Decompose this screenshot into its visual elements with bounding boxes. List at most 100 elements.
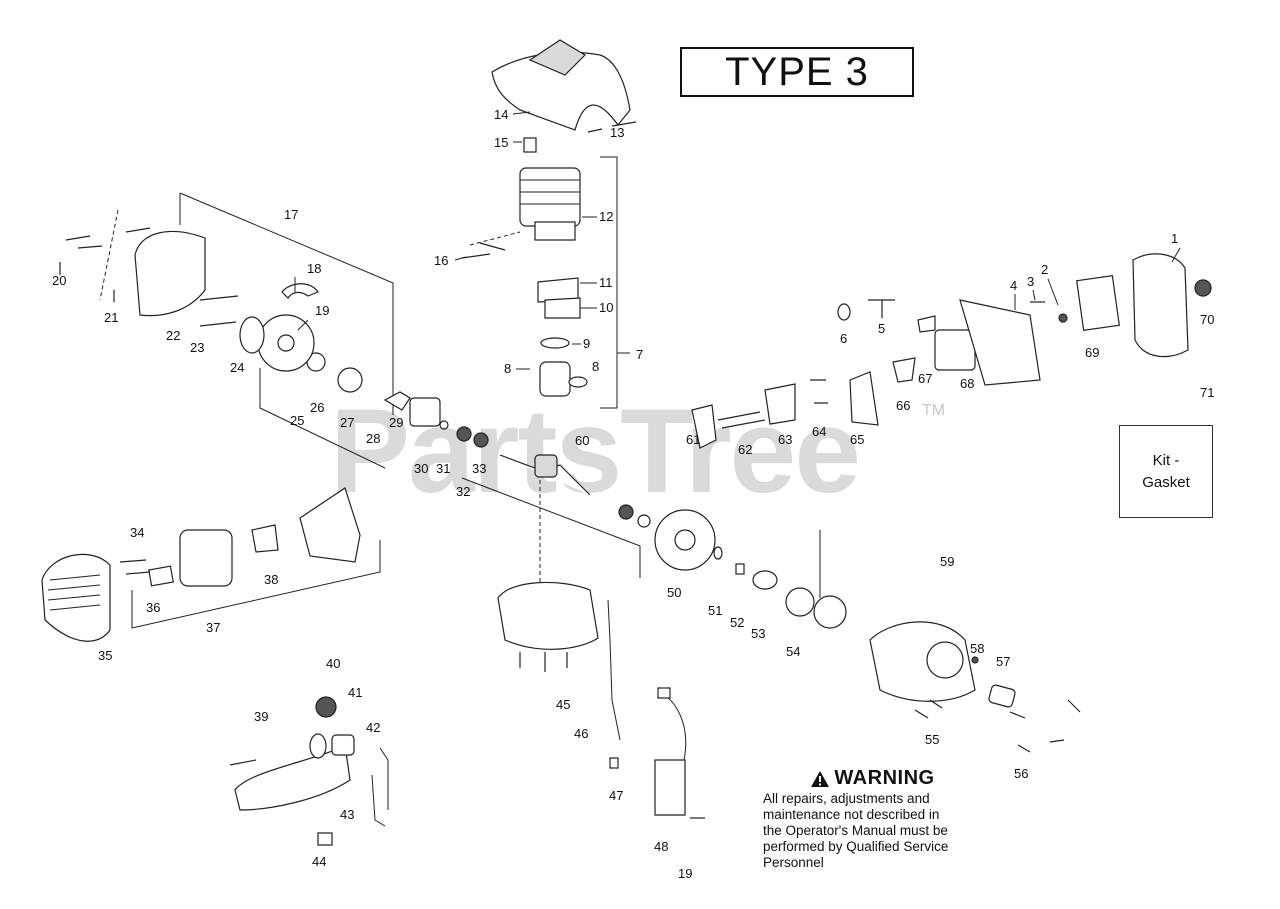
callout-14: 14 bbox=[494, 107, 508, 122]
nut-52 bbox=[735, 563, 745, 575]
washer-31 bbox=[439, 420, 449, 430]
screws-55 bbox=[914, 699, 943, 719]
washer-2 bbox=[1058, 313, 1068, 323]
ignition-lead bbox=[661, 692, 687, 761]
fuel-tank bbox=[234, 744, 351, 811]
spark-boot bbox=[657, 687, 671, 699]
callout-54: 54 bbox=[786, 644, 800, 659]
callout-35: 35 bbox=[98, 648, 112, 663]
callout-17: 17 bbox=[284, 207, 298, 222]
callout-61: 61 bbox=[686, 432, 700, 447]
bearing-33 bbox=[473, 432, 489, 448]
starter-housing bbox=[134, 230, 206, 317]
callout-16: 16 bbox=[434, 253, 448, 268]
warning-title: WARNING bbox=[834, 767, 935, 789]
ignition-cable bbox=[607, 599, 621, 741]
piston-pin bbox=[568, 376, 588, 388]
screws-23 bbox=[199, 295, 239, 327]
callout-48: 48 bbox=[654, 839, 668, 854]
muffler bbox=[179, 529, 233, 587]
starter-handle bbox=[281, 283, 319, 299]
type-label-box: TYPE 3 bbox=[680, 47, 914, 97]
bracket-42 bbox=[379, 747, 389, 810]
pawl bbox=[383, 391, 411, 411]
screws-34 bbox=[119, 559, 151, 575]
callout-44: 44 bbox=[312, 854, 326, 869]
kit-gasket-box: Kit - Gasket bbox=[1119, 425, 1213, 518]
callout-51: 51 bbox=[708, 603, 722, 618]
air-filter-base bbox=[959, 299, 1041, 386]
callout-32: 32 bbox=[456, 484, 470, 499]
carburetor bbox=[934, 329, 976, 371]
callout-26: 26 bbox=[310, 400, 324, 415]
bracket-17 bbox=[179, 192, 394, 415]
callout-55: 55 bbox=[925, 732, 939, 747]
callout-18: 18 bbox=[307, 261, 321, 276]
gasket-lower bbox=[544, 297, 581, 319]
callout-68: 68 bbox=[960, 376, 974, 391]
bearing-right bbox=[618, 504, 634, 520]
fuel-filter bbox=[317, 832, 333, 846]
muffler-plate bbox=[148, 565, 174, 587]
warning-triangle-icon bbox=[811, 770, 830, 787]
starter-pulley-hub bbox=[277, 334, 295, 352]
cable-terminal bbox=[609, 757, 619, 769]
seal-right bbox=[637, 514, 651, 528]
callout-36: 36 bbox=[146, 600, 160, 615]
screws-20-21 bbox=[59, 227, 151, 302]
callout-60: 60 bbox=[575, 433, 589, 448]
callout-12: 12 bbox=[599, 209, 613, 224]
callout-21: 21 bbox=[104, 310, 118, 325]
callout-57: 57 bbox=[996, 654, 1010, 669]
fuel-line bbox=[371, 774, 386, 827]
callout-10: 10 bbox=[599, 300, 613, 315]
callout-67: 67 bbox=[918, 371, 932, 386]
clutch-housing-drum bbox=[926, 641, 964, 679]
clutch-shoes bbox=[813, 595, 847, 629]
throttle-67 bbox=[917, 315, 936, 333]
callout-69: 69 bbox=[1085, 345, 1099, 360]
screws-64 bbox=[810, 379, 828, 404]
callout-47: 47 bbox=[609, 788, 623, 803]
callout-38: 38 bbox=[264, 572, 278, 587]
adapter-63 bbox=[764, 383, 796, 425]
callout-50: 50 bbox=[667, 585, 681, 600]
warning-body-text: All repairs, adjustments and maintenance… bbox=[763, 791, 949, 870]
callout-53: 53 bbox=[751, 626, 765, 641]
bracket-7 bbox=[600, 156, 618, 409]
callout-66: 66 bbox=[896, 398, 910, 413]
bolts-62 bbox=[717, 411, 766, 429]
callout-22: 22 bbox=[166, 328, 180, 343]
callout-71: 71 bbox=[1200, 385, 1214, 400]
centerline-screws-20 bbox=[99, 209, 119, 301]
nut-6 bbox=[837, 303, 851, 321]
callout-30: 30 bbox=[414, 461, 428, 476]
callout-1: 1 bbox=[1171, 231, 1178, 246]
air-filter-cover bbox=[1132, 253, 1189, 358]
callout-9: 9 bbox=[583, 336, 590, 351]
bolts-16 bbox=[461, 242, 506, 259]
cover-knob bbox=[1194, 279, 1212, 297]
callout-41: 41 bbox=[348, 685, 362, 700]
callout-25: 25 bbox=[290, 413, 304, 428]
callout-34: 34 bbox=[130, 525, 144, 540]
screw-13 bbox=[587, 121, 637, 133]
callout-27: 27 bbox=[340, 415, 354, 430]
callout-4: 4 bbox=[1010, 278, 1017, 293]
clutch bbox=[785, 587, 815, 617]
callout-labels: 1 2 3 4 5 6 7 8 8 9 10 11 12 13 14 15 16… bbox=[52, 107, 1214, 881]
muffler-grille bbox=[47, 574, 101, 611]
warning-title-row: WARNING bbox=[767, 767, 978, 790]
muffler-gasket bbox=[251, 524, 279, 553]
callout-11: 11 bbox=[599, 275, 613, 290]
callout-8a: 8 bbox=[504, 361, 511, 376]
starter-washer bbox=[239, 316, 265, 354]
callout-5: 5 bbox=[878, 321, 885, 336]
washer-53 bbox=[752, 570, 778, 590]
crankshaft-counterweight bbox=[534, 454, 558, 478]
callout-43: 43 bbox=[340, 807, 354, 822]
fuel-neck bbox=[331, 734, 355, 756]
callout-2: 2 bbox=[1041, 262, 1048, 277]
